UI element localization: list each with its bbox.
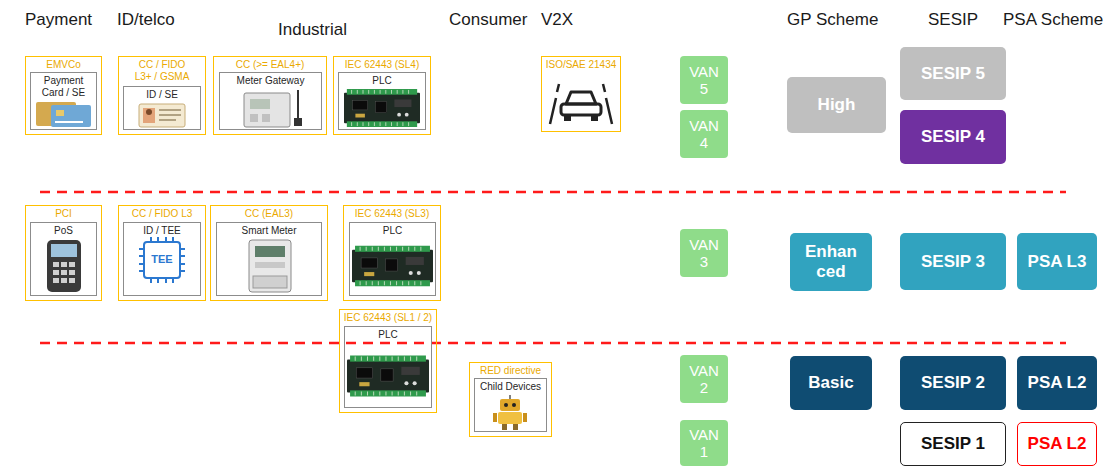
device-name: ID / TEE: [124, 223, 200, 237]
van-level-box: VAN 5: [680, 56, 728, 104]
scheme-level: Enhan ced: [794, 242, 868, 282]
standard-name: PCI: [26, 206, 101, 220]
column-header: SESIP: [928, 10, 978, 30]
standard-frame: IEC 62443 (SL4) PLC: [333, 56, 431, 135]
scheme-level: SESIP 5: [921, 64, 985, 84]
pos-terminal-picture: [47, 240, 81, 292]
standard-frame: CC / FIDO L3+ / GSMA ID / SE: [118, 56, 206, 135]
standard-frame: EMVCoPayment Card / SE: [25, 56, 102, 135]
scheme-level: SESIP 2: [921, 373, 985, 393]
device-box: PoS: [30, 222, 97, 296]
chip-label: TEE: [146, 253, 178, 266]
scheme-level-box: Basic: [790, 356, 872, 410]
scheme-level-box: Enhan ced: [790, 233, 872, 291]
device-name: PLC: [339, 73, 425, 87]
van-level-box: VAN 1: [680, 420, 728, 466]
column-header: PSA Scheme: [1003, 10, 1103, 30]
column-header: V2X: [541, 10, 573, 30]
scheme-level: High: [818, 95, 856, 115]
scheme-level: SESIP 4: [921, 127, 985, 147]
scheme-level-box: SESIP 1: [900, 422, 1006, 466]
device-name: Child Devices: [475, 379, 546, 393]
van-level: VAN 1: [687, 426, 721, 460]
standard-name: RED directive: [470, 363, 551, 377]
plc-board-picture: [347, 356, 429, 397]
plc-board-picture: [344, 89, 420, 127]
van-level: VAN 4: [687, 117, 721, 151]
scheme-level-box: SESIP 2: [900, 356, 1006, 410]
column-header: Industrial: [278, 20, 347, 40]
robot-toy-picture: [493, 395, 527, 430]
scheme-level-box: SESIP 5: [900, 47, 1006, 100]
standard-name: CC / FIDO L3: [119, 206, 205, 220]
van-level-box: VAN 4: [680, 110, 728, 158]
device-box: PLC: [349, 222, 436, 296]
van-level: VAN 2: [687, 362, 721, 396]
scheme-level-box: High: [787, 77, 886, 133]
standard-frame: ISO/SAE 21434: [541, 56, 621, 132]
scheme-level: Basic: [808, 373, 853, 393]
device-name: PLC: [350, 223, 435, 237]
standard-name: ISO/SAE 21434: [542, 57, 620, 71]
standard-name: CC (EAL3): [211, 206, 327, 220]
device-name: Payment Card / SE: [31, 73, 96, 99]
standard-name: EMVCo: [26, 57, 101, 71]
level-divider: [40, 191, 1066, 194]
van-level: VAN 5: [687, 63, 721, 97]
device-box: Payment Card / SE: [30, 72, 97, 130]
standard-name: CC / FIDO L3+ / GSMA: [119, 57, 205, 83]
column-header: Payment: [25, 10, 92, 30]
standard-frame: IEC 62443 (SL1 / 2) PLC: [339, 309, 437, 413]
tee-chip-picture: [139, 237, 185, 283]
scheme-level-box: PSA L2: [1017, 356, 1097, 410]
device-box: PLC: [338, 72, 426, 130]
column-header: Consumer: [449, 10, 527, 30]
scheme-level: PSA L3: [1028, 252, 1087, 272]
plc-board-picture: [352, 246, 433, 287]
smart-meter-picture: [249, 240, 291, 292]
column-header: ID/telco: [117, 10, 175, 30]
standard-frame: CC (>= EAL4+) Meter Gateway: [213, 56, 327, 135]
car-picture: [550, 84, 612, 124]
van-level-box: VAN 3: [680, 229, 728, 277]
payment-card-picture: [36, 102, 91, 127]
id-card-picture: [139, 104, 185, 127]
scheme-level-box: SESIP 4: [900, 110, 1006, 164]
scheme-level: SESIP 3: [921, 252, 985, 272]
device-name: Smart Meter: [217, 223, 321, 237]
device-name: Meter Gateway: [220, 73, 321, 87]
standard-frame: RED directiveChild Devices: [469, 362, 552, 437]
standard-frame: PCI PoS: [25, 205, 102, 301]
column-header: GP Scheme: [787, 10, 878, 30]
scheme-level-box: PSA L3: [1017, 233, 1097, 290]
device-box: PLC: [344, 326, 432, 408]
device-box: ID / SE: [123, 86, 201, 130]
device-name: PoS: [31, 223, 96, 237]
scheme-level-box: SESIP 3: [900, 233, 1006, 290]
device-box: Smart Meter: [216, 222, 322, 296]
scheme-level-box: PSA L2: [1017, 422, 1097, 466]
scheme-level: PSA L2: [1028, 373, 1087, 393]
level-divider: [40, 342, 1066, 345]
standard-frame: IEC 62443 (SL3) PLC: [343, 205, 441, 301]
standard-name: CC (>= EAL4+): [214, 57, 326, 71]
scheme-level: SESIP 1: [921, 434, 985, 454]
van-level: VAN 3: [687, 236, 721, 270]
device-name: ID / SE: [124, 87, 200, 101]
van-level-box: VAN 2: [680, 355, 728, 403]
device-box: Meter Gateway: [219, 72, 322, 130]
meter-gateway-picture: [244, 90, 302, 127]
device-name: PLC: [345, 327, 431, 341]
standard-name: IEC 62443 (SL1 / 2): [340, 310, 436, 324]
scheme-level: PSA L2: [1028, 434, 1087, 454]
device-box: Child Devices: [474, 378, 547, 432]
standard-name: IEC 62443 (SL4): [334, 57, 430, 71]
standard-frame: CC (EAL3) Smart Meter: [210, 205, 328, 301]
standard-name: IEC 62443 (SL3): [344, 206, 440, 220]
